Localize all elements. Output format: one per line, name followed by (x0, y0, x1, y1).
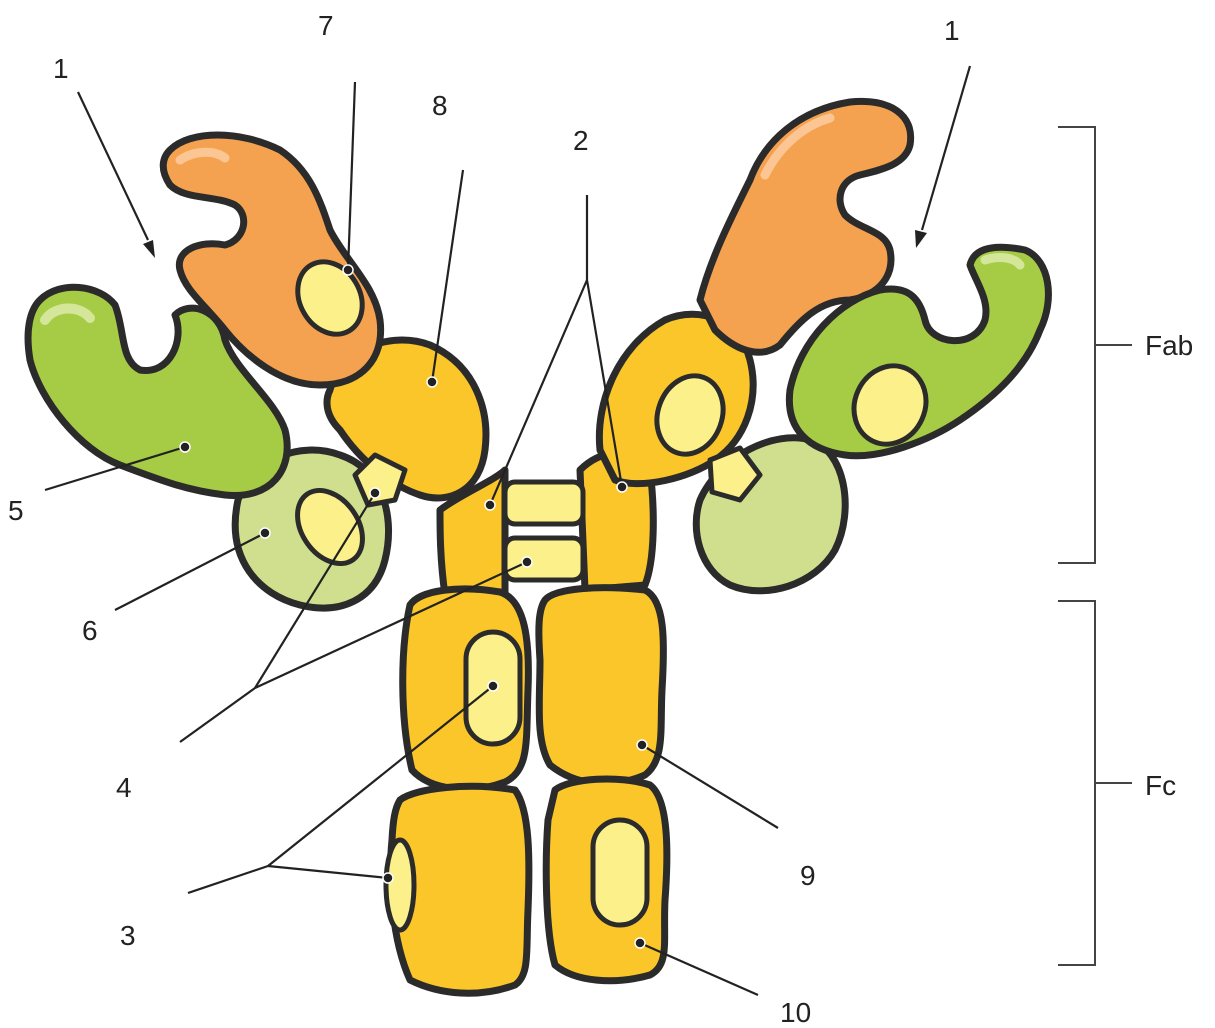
label-fc: Fc (1145, 770, 1176, 801)
fab-bracket (1058, 127, 1132, 563)
label-1-right: 1 (944, 15, 960, 46)
pointer-4-stem (180, 688, 255, 742)
label-3: 3 (120, 920, 136, 951)
arrowhead-1-left (143, 240, 155, 258)
pointer-8-dot (427, 377, 437, 387)
pointer-10-dot (635, 938, 645, 948)
pointer-9-dot (637, 740, 647, 750)
label-10: 10 (780, 997, 811, 1028)
disulfide-bridge-top (505, 482, 583, 524)
pointer-6-dot (260, 528, 270, 538)
pointer-4-upper-dot (370, 488, 380, 498)
pointer-6 (115, 533, 265, 610)
label-6: 6 (82, 615, 98, 646)
pointer-2-right-dot (617, 482, 627, 492)
disulfide-bridge-bottom (505, 538, 583, 580)
pointer-3-lower-dot (383, 873, 393, 883)
pointer-3-lower (268, 866, 388, 878)
pointer-7 (348, 82, 355, 270)
label-fab: Fab (1145, 330, 1193, 361)
pointer-2-left-dot (485, 500, 495, 510)
label-2: 2 (573, 125, 589, 156)
left-ch3-side-oval (386, 840, 414, 930)
pointer-4-lower-dot (522, 557, 532, 567)
pointer-3-upper-dot (488, 681, 498, 691)
pointer-1-left (78, 92, 148, 240)
right-heavy-ch2-domain (539, 588, 664, 784)
pointer-3-stem (188, 866, 268, 893)
right-ch3-oval (593, 820, 647, 925)
fc-region (386, 588, 667, 994)
pointer-5-dot (180, 442, 190, 452)
label-5: 5 (8, 495, 24, 526)
pointer-7-dot (343, 265, 353, 275)
label-9: 9 (800, 860, 816, 891)
right-arm (599, 101, 1048, 590)
label-7: 7 (318, 10, 334, 41)
pointer-1-right (922, 66, 970, 230)
pointer-2-left (490, 280, 587, 505)
arrowhead-1-right (915, 230, 927, 248)
label-1-left: 1 (53, 53, 69, 84)
pointer-8 (432, 170, 463, 382)
label-4: 4 (116, 772, 132, 803)
label-8: 8 (432, 90, 448, 121)
fc-bracket (1058, 601, 1132, 965)
